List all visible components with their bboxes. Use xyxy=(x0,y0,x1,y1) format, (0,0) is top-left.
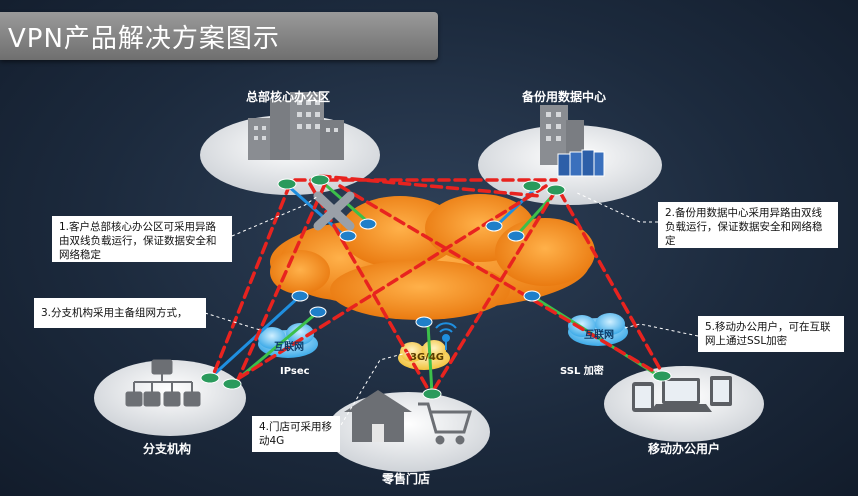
branch-cloud-label: 互联网 xyxy=(274,342,304,353)
mobile-note: 5.移动办公用户，可在互联网上通过SSL加密 xyxy=(698,316,844,352)
vpn-tunnels xyxy=(210,174,666,398)
shopping-cart-icon xyxy=(418,402,473,445)
hq-site-label: 总部核心办公区 xyxy=(246,90,331,104)
mobile-cloud-label: 互联网 xyxy=(584,330,614,341)
org-chart-icon xyxy=(125,359,201,407)
server-rack-icon xyxy=(557,149,605,177)
router-icons xyxy=(200,174,672,400)
ssl-label: SSL 加密 xyxy=(560,366,604,377)
mobile-site-label: 移动办公用户 xyxy=(648,442,721,456)
branch-note: 3.分支机构采用主备组网方式， xyxy=(34,298,206,328)
cell-tower-icon xyxy=(435,322,457,350)
hq-note: 1.客户总部核心办公区可采用异路由双线负载运行，保证数据安全和网络稳定 xyxy=(52,216,232,262)
mobile-4g-cloud xyxy=(398,340,450,370)
mobile-devices-icon xyxy=(632,376,732,412)
ipsec-label: IPsec xyxy=(280,366,310,377)
retail-cloud-label: 3G/4G xyxy=(410,352,444,363)
backup-note: 2.备份用数据中心采用异路由双线负载运行，保证数据安全和网络稳定 xyxy=(658,202,838,248)
note-leader-lines xyxy=(204,191,699,431)
retail-site-label: 零售门店 xyxy=(382,472,431,486)
link-failure-icon xyxy=(313,191,355,231)
branch-site-label: 分支机构 xyxy=(143,442,192,456)
page-title: VPN产品解决方案图示 xyxy=(8,24,280,54)
title-bar: VPN产品解决方案图示 xyxy=(0,12,438,60)
retail-note: 4.门店可采用移动4G xyxy=(252,416,340,452)
backup-site-label: 备份用数据中心 xyxy=(522,90,607,104)
store-icon xyxy=(344,390,412,442)
